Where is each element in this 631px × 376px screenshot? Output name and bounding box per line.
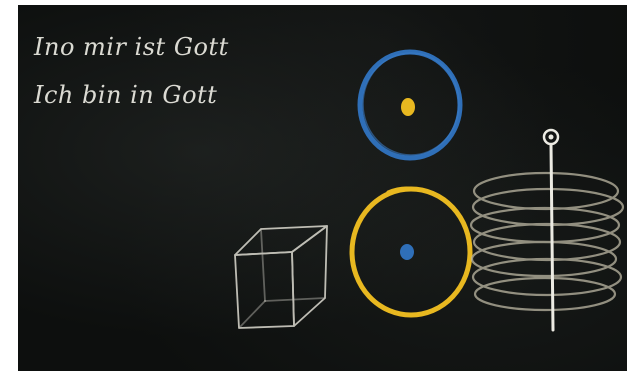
cube-hidden-edge-horizontal	[265, 298, 325, 301]
chalkboard: Ino mir ist Gott Ich bin in Gott	[18, 5, 627, 371]
cube-hidden-edge-diagonal	[239, 301, 265, 328]
spiral-coil-with-vertical-axis	[471, 130, 623, 330]
chalk-drawings	[18, 5, 627, 371]
axis-top-center-point	[549, 135, 554, 140]
cube	[235, 226, 327, 328]
cube-side-face	[292, 226, 327, 326]
spiral-loop	[474, 173, 618, 209]
spiral-loops	[471, 173, 623, 310]
yellow-circle-with-blue-dot	[352, 188, 470, 315]
vertical-axis-line	[551, 145, 553, 330]
cube-hidden-edge-vertical	[261, 229, 265, 301]
yellow-dot	[401, 98, 415, 116]
blue-dot	[400, 244, 414, 260]
cube-top-face	[235, 226, 327, 255]
blue-circle-with-yellow-dot	[360, 52, 460, 158]
